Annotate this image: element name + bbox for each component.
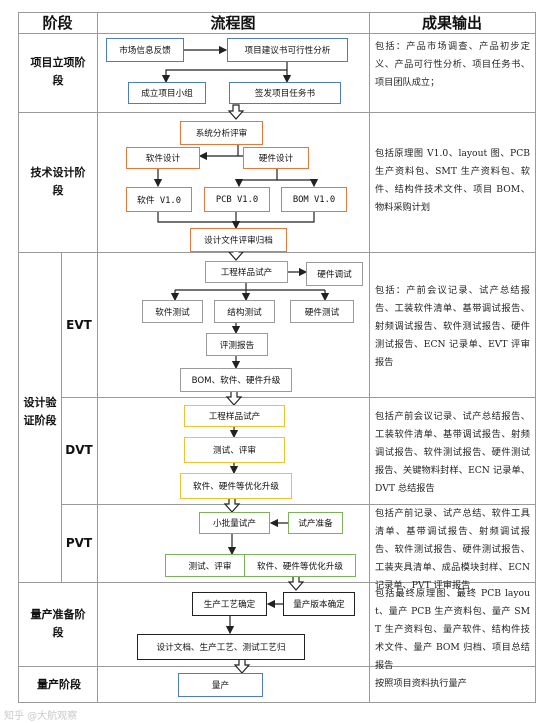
row-divider-4 xyxy=(18,666,536,667)
node-hardware-test: 硬件测试 xyxy=(290,300,354,323)
header-divider xyxy=(18,33,536,34)
table-border-right xyxy=(535,12,536,703)
node-docs-archive: 设计文档、生产工艺、测试工艺归 xyxy=(137,634,305,660)
output-mass-production: 按照项目资料执行量产 xyxy=(375,678,467,689)
node-pvt-upgrade: 软件、硬件等优化升级 xyxy=(244,554,356,577)
watermark: 知乎 @大航观察 xyxy=(4,711,78,722)
output-tech-design: 包括原理图 V1.0、layout 图、PCB 生产资料包、SMT 生产资料包、… xyxy=(375,148,530,213)
node-structure-test: 结构测试 xyxy=(214,300,275,323)
output-dvt: 包括产前会议记录、试产总结报告、工装软件清单、基带调试报告、射频调试报告、软件测… xyxy=(375,411,530,494)
node-eval-report: 评测报告 xyxy=(206,333,268,356)
node-trial-prep: 试产准备 xyxy=(288,512,343,534)
node-dvt-test-review: 测试、评审 xyxy=(184,437,285,463)
table-border-top xyxy=(18,12,536,13)
row-divider-dvt xyxy=(61,504,536,505)
stage-label-design-verification: 设计验证阶段 xyxy=(23,396,57,427)
node-system-review: 系统分析评审 xyxy=(180,121,263,145)
node-feasibility-analysis: 项目建议书可行性分析 xyxy=(227,38,348,62)
row-divider-3 xyxy=(18,582,536,583)
stage-label-mass-production: 量产阶段 xyxy=(37,678,81,691)
node-pvt-test-review: 测试、评审 xyxy=(165,554,255,577)
node-software-design: 软件设计 xyxy=(126,147,200,169)
output-initiation: 包括：产品市场调查、产品初步定义、产品可行性分析、项目任务书、项目团队成立； xyxy=(375,41,530,88)
output-pvt: 包括产前记录、试产总结、软件工具清单、基带调试报告、射频调试报告、软件测试报告、… xyxy=(375,508,530,591)
output-evt: 包括：产前会议记录、试产总结报告、工装软件清单、基带调试报告、射频调试报告、软件… xyxy=(375,285,530,368)
table-border-bottom xyxy=(18,702,536,703)
row-divider-2 xyxy=(18,252,536,253)
node-mass-production: 量产 xyxy=(178,673,263,697)
node-hardware-design: 硬件设计 xyxy=(243,147,309,169)
table-border-left xyxy=(18,12,19,703)
col-divider-output xyxy=(369,12,370,703)
substage-dvt: DVT xyxy=(65,443,93,457)
stage-label-initiation: 项目立项阶段 xyxy=(30,56,86,87)
node-hardware-debug: 硬件调试 xyxy=(306,262,363,286)
row-divider-evt xyxy=(61,397,536,398)
header-output: 成果输出 xyxy=(421,14,482,32)
header-flow: 流程图 xyxy=(210,14,256,32)
col-divider-sub xyxy=(61,252,62,582)
node-software-test: 软件测试 xyxy=(142,300,203,323)
node-evt-upgrade: BOM、软件、硬件升级 xyxy=(180,368,292,392)
row-divider-1 xyxy=(18,112,536,113)
node-design-archive: 设计文件评审归档 xyxy=(190,228,287,252)
node-version-confirm: 量产版本确定 xyxy=(283,592,355,616)
stage-label-tech-design: 技术设计阶段 xyxy=(30,166,86,197)
node-form-team: 成立项目小组 xyxy=(128,82,206,104)
node-process-confirm: 生产工艺确定 xyxy=(192,592,267,616)
output-preproduction: 包括最终原理图、最终 PCB layout、量产 PCB 生产资料包、量产 SM… xyxy=(375,588,530,671)
node-software-v1: 软件 V1.0 xyxy=(126,187,192,212)
substage-evt: EVT xyxy=(66,318,92,332)
header-stage: 阶段 xyxy=(42,14,73,32)
node-dvt-prototype: 工程样品试产 xyxy=(184,405,285,427)
substage-pvt: PVT xyxy=(65,536,93,550)
node-market-feedback: 市场信息反馈 xyxy=(106,38,184,62)
node-evt-prototype: 工程样品试产 xyxy=(205,261,288,283)
node-dvt-upgrade: 软件、硬件等优化升级 xyxy=(180,473,292,499)
node-small-batch: 小批量试产 xyxy=(199,512,270,534)
node-bom-v1: BOM V1.0 xyxy=(281,187,347,212)
stage-label-preproduction: 量产准备阶段 xyxy=(30,608,86,639)
col-divider-stage xyxy=(97,12,98,703)
node-pcb-v1: PCB V1.0 xyxy=(204,187,270,212)
node-issue-task: 签发项目任务书 xyxy=(229,82,341,104)
